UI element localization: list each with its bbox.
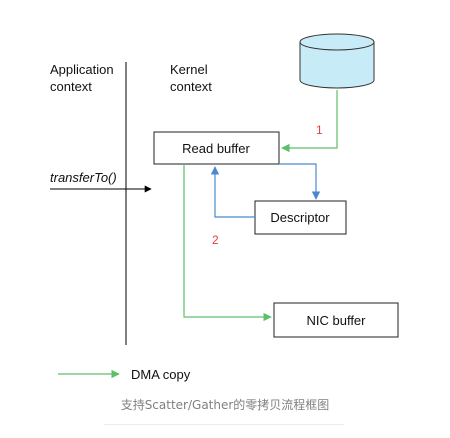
nic-buffer-box: NIC buffer	[273, 302, 399, 338]
descriptor-label: Descriptor	[270, 210, 330, 225]
app-context-label-line1: Application	[50, 62, 114, 77]
descriptor-box: Descriptor	[254, 200, 347, 235]
nic-buffer-label: NIC buffer	[306, 313, 366, 328]
step-1-number: 1	[316, 123, 323, 137]
dma-arrow-disk-to-read-buffer	[281, 90, 338, 153]
legend: DMA copy	[58, 367, 191, 382]
legend-dma-label: DMA copy	[131, 367, 191, 382]
transfer-to-call-label: transferTo()	[50, 170, 117, 185]
caption-divider	[104, 424, 344, 425]
dma-arrow-read-buffer-to-nic-buffer	[183, 164, 272, 322]
read-buffer-label: Read buffer	[182, 141, 250, 156]
arrow-read-buffer-to-descriptor	[279, 163, 321, 200]
arrow-descriptor-to-read-buffer	[210, 166, 255, 218]
step-2-number: 2	[212, 233, 219, 247]
app-context-label-line2: context	[50, 79, 92, 94]
read-buffer-box: Read buffer	[153, 131, 280, 165]
kernel-context-label-line1: Kernel	[170, 62, 208, 77]
figure-caption: 支持Scatter/Gather的零拷贝流程框图	[120, 398, 330, 412]
disk-cylinder-icon	[299, 33, 375, 89]
kernel-context-label-line2: context	[170, 79, 212, 94]
